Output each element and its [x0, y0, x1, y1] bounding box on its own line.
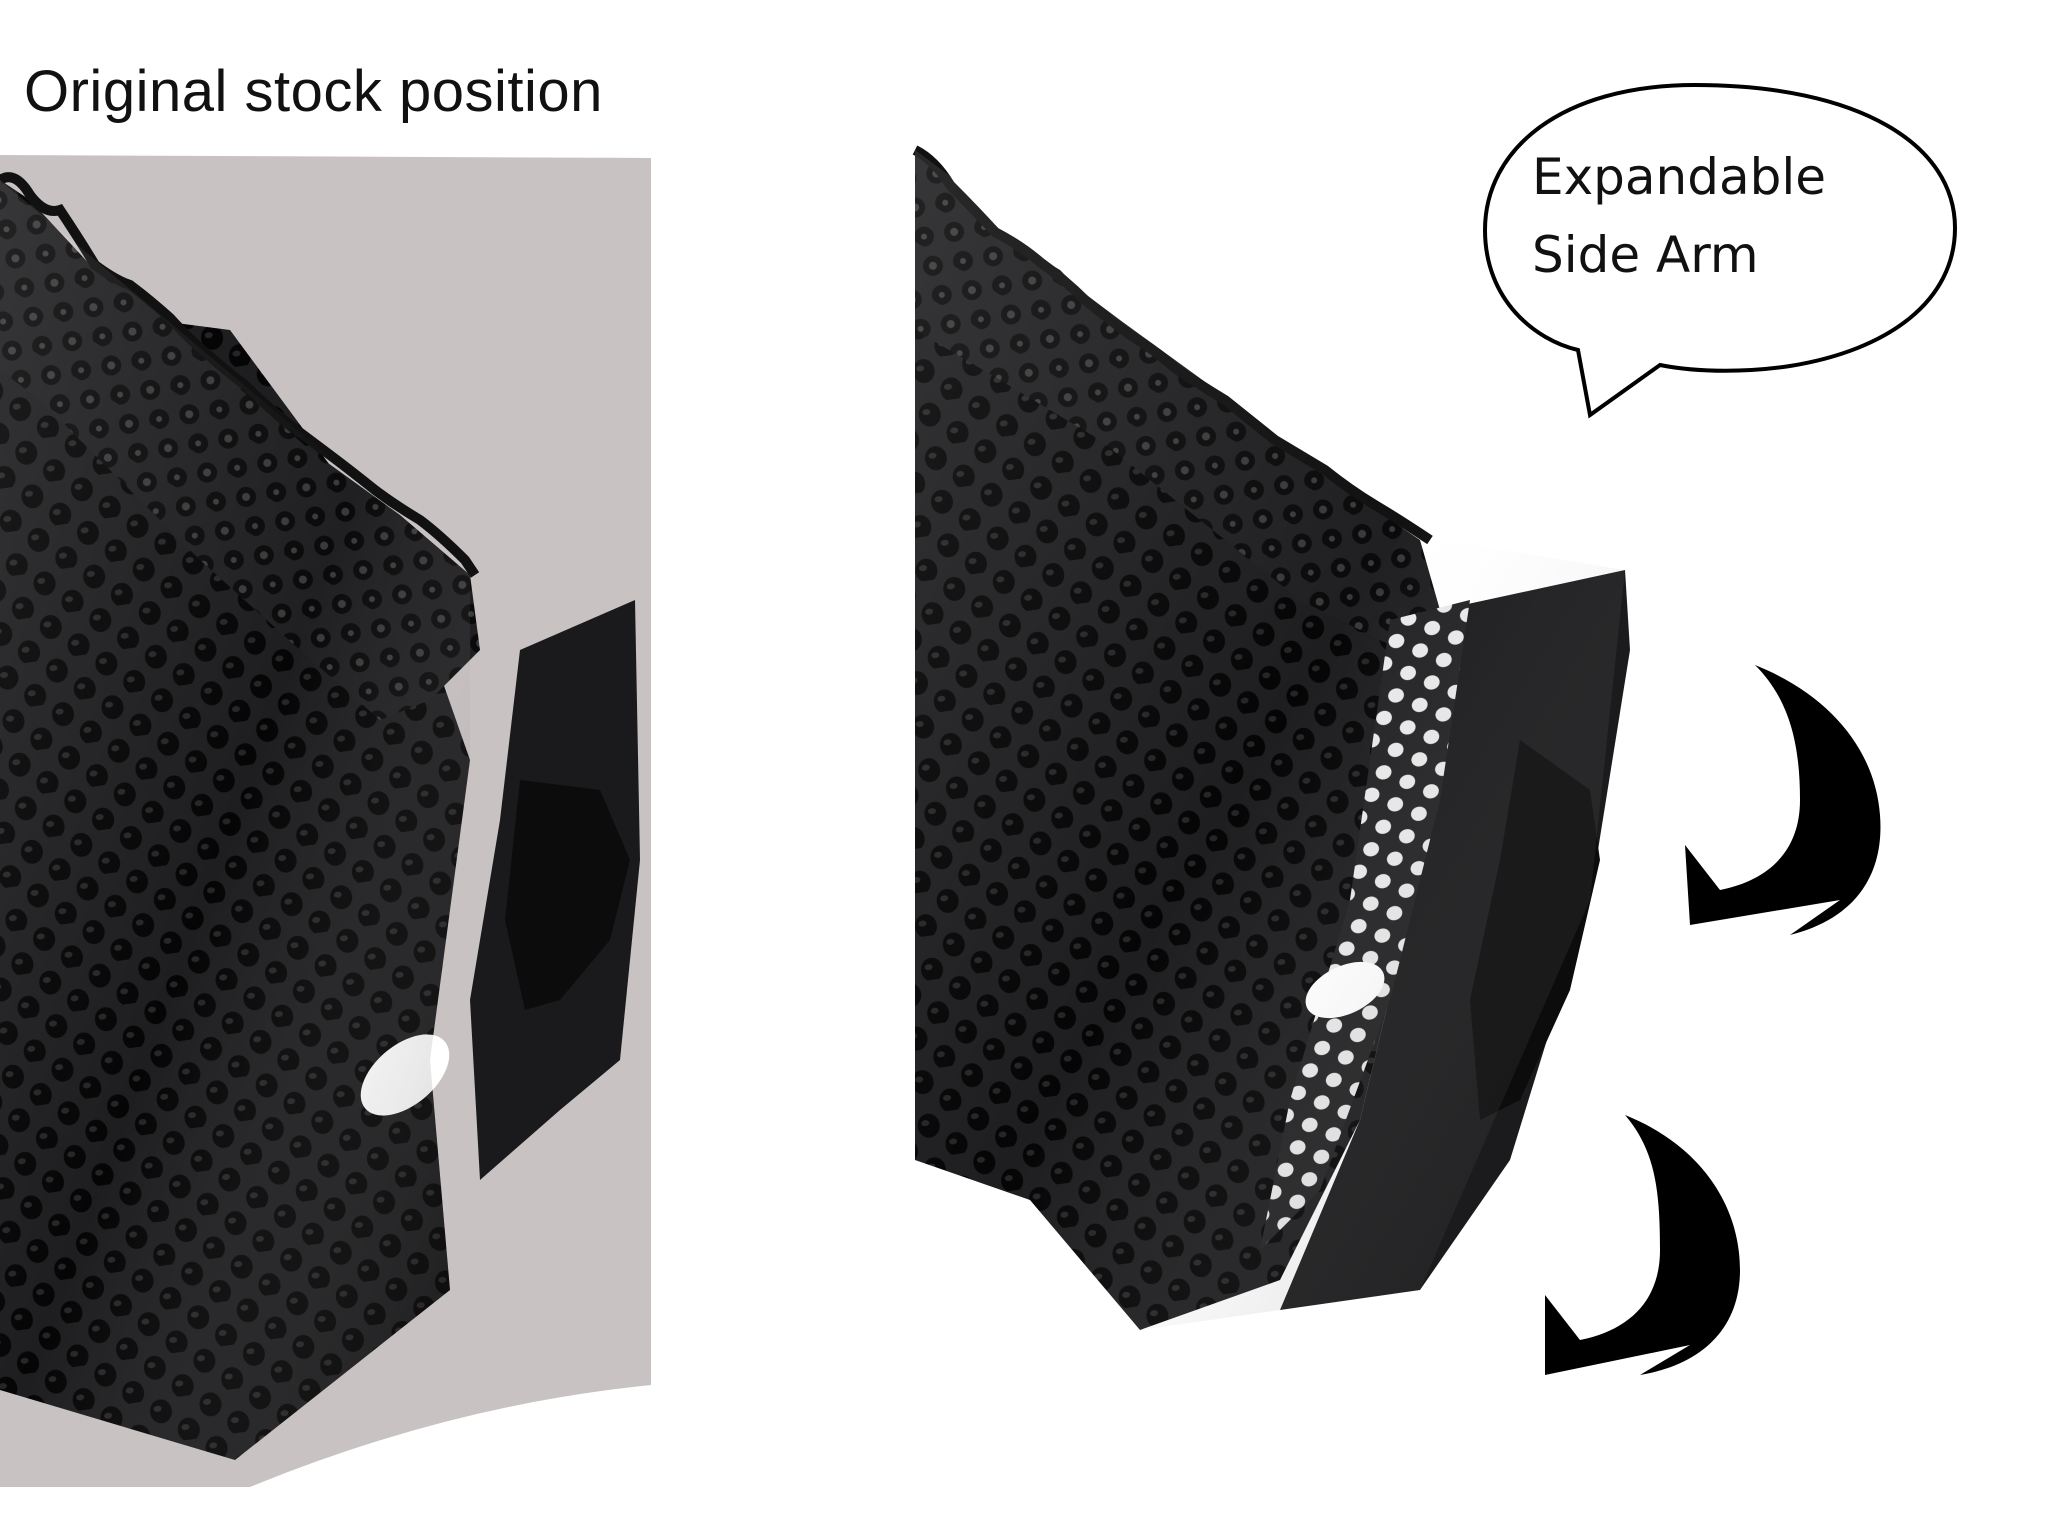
left-photo [0, 155, 651, 1487]
left-side-arm-clip [505, 780, 630, 1010]
callout-line-2: Side Arm [1532, 226, 1759, 284]
curved-arrow-lower-icon [1545, 1115, 1740, 1375]
caption-original-stock-position: Original stock position [24, 59, 603, 124]
callout-text: Expandable Side Arm [1532, 138, 1826, 294]
callout-bubble [1482, 82, 1958, 419]
callout-line-1: Expandable [1532, 148, 1827, 206]
curved-arrow-upper-icon [1685, 665, 1881, 935]
